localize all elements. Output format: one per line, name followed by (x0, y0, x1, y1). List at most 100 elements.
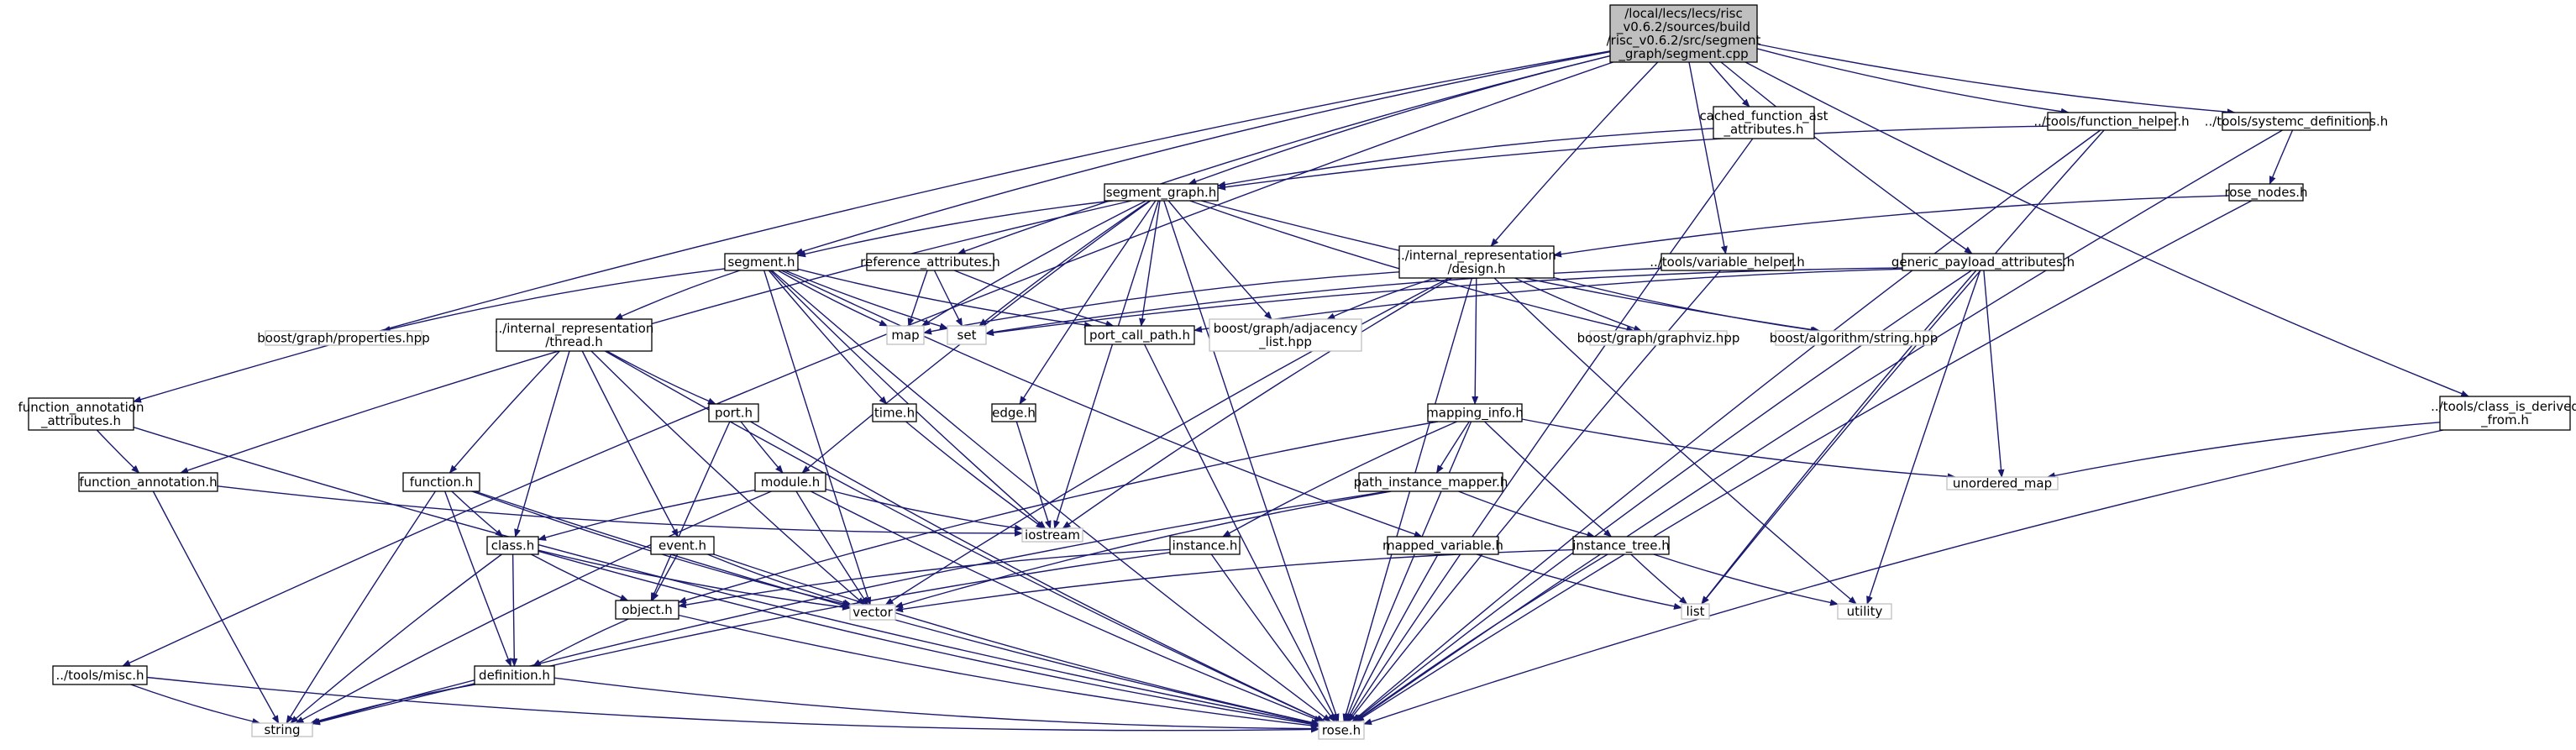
node-port-label-line-0: port.h (715, 406, 753, 421)
node-function[interactable]: function.h (402, 472, 480, 492)
edge-design-to-rose (1342, 277, 1473, 722)
edge-seggraph-to-adj (1167, 200, 1272, 320)
edge-itree-to-rose (1354, 553, 1608, 722)
node-root[interactable]: /local/lecs/lecs/risc_v0.6.2/sources/bui… (1607, 4, 1761, 63)
node-event-label-line-0: event.h (658, 538, 706, 553)
node-time[interactable]: time.h (872, 403, 917, 422)
node-definition-label-line-0: definition.h (479, 668, 550, 683)
node-object-box (615, 600, 679, 620)
edge-root-to-segment (794, 51, 1611, 255)
edge-design-to-gviz (1514, 277, 1643, 332)
node-root-label-line-1: _v0.6.2/sources/build (1616, 19, 1750, 35)
node-itree[interactable]: instance_tree.h (1572, 536, 1670, 555)
node-thread-label-line-0: ../internal_representation (495, 321, 654, 337)
node-segment[interactable]: segment.h (724, 253, 799, 271)
node-root-label-line-2: /risc_v0.6.2/src/segment (1607, 33, 1761, 49)
node-seggraph[interactable]: segment_graph.h (1104, 183, 1219, 202)
node-adj-box (1209, 318, 1362, 352)
node-edge-box (991, 403, 1036, 422)
node-gviz: boost/graph/graphviz.hpp (1577, 330, 1739, 346)
node-object[interactable]: object.h (615, 600, 679, 620)
edge-definition-to-rose (553, 677, 1319, 732)
edge-mapinfo-to-pim (1435, 421, 1470, 474)
edge-root-to-fhelper (1756, 48, 2070, 115)
edge-mapvar-to-rose (1346, 553, 1439, 722)
node-fa-label-line-0: function_annotation.h (79, 475, 217, 490)
node-pim[interactable]: path_instance_mapper.h (1354, 472, 1508, 492)
edge-class-to-definition (511, 553, 518, 667)
node-event[interactable]: event.h (650, 536, 715, 555)
edge-event-to-object (651, 553, 679, 601)
node-mapvar[interactable]: mapped_variable.h (1382, 536, 1503, 555)
node-refattr[interactable]: reference_attributes.h (860, 253, 1000, 271)
edge-fhelper-to-seggraph (1217, 125, 2049, 191)
node-refattr-box (866, 253, 994, 271)
node-clsder[interactable]: ../tools/class_is_derived_from.h (2431, 396, 2576, 431)
edge-function-to-rose (475, 490, 1319, 726)
node-fhelper[interactable]: ../tools/function_helper.h (2033, 112, 2190, 131)
node-design-label-line-0: ../internal_representation (1397, 248, 1556, 264)
node-cfa-box (1713, 106, 1815, 139)
node-gpa[interactable]: generic_payload_attributes.h (1891, 253, 2075, 271)
edge-function-to-class (451, 490, 504, 538)
edge-design-to-map (923, 271, 1400, 335)
edge-class-to-vector (538, 549, 851, 611)
node-set-label-line-0: set (957, 328, 977, 343)
node-cfa[interactable]: cached_function_ast_attributes.h (1699, 106, 1828, 139)
node-misc[interactable]: ../tools/misc.h (52, 665, 148, 685)
edge-class-to-rose (538, 550, 1319, 727)
node-faa-label-line-1: _attributes.h (40, 413, 121, 429)
node-class-label-line-0: class.h (491, 538, 535, 553)
node-map-label-line-0: map (891, 328, 919, 343)
node-class[interactable]: class.h (486, 536, 539, 555)
node-event-box (650, 536, 715, 555)
node-root-box (1609, 4, 1758, 63)
node-iostream: iostream (1021, 527, 1083, 543)
node-object-label-line-0: object.h (622, 602, 673, 617)
node-varhelper[interactable]: ../tools/variable_helper.h (1650, 253, 1805, 271)
edge-instance-to-string (312, 552, 1171, 726)
node-design[interactable]: ../internal_representation/design.h (1397, 245, 1556, 279)
node-definition[interactable]: definition.h (474, 665, 555, 685)
node-sysdef-box (2222, 112, 2371, 131)
node-thread[interactable]: ../internal_representation/thread.h (495, 318, 654, 352)
node-varhelper-box (1660, 253, 1794, 271)
node-pcp[interactable]: port_call_path.h (1084, 325, 1195, 345)
node-instance[interactable]: instance.h (1169, 536, 1241, 555)
node-utility: utility (1837, 603, 1892, 620)
edge-segment-to-mapvar (781, 270, 1423, 538)
edge-mapinfo-to-instance (1222, 421, 1457, 538)
node-definition-box (474, 665, 555, 685)
node-port[interactable]: port.h (708, 403, 759, 422)
edge-root-to-design (1490, 61, 1659, 247)
edge-root-to-sysdef (1756, 43, 2236, 116)
node-time-box (872, 403, 917, 422)
node-module[interactable]: module.h (754, 472, 826, 492)
edge-root-to-misc (122, 61, 1613, 667)
node-algstr-label-line-0: boost/algorithm/string.hpp (1770, 331, 1938, 346)
edge-gpa-to-list (1701, 270, 1977, 605)
edge-cfa-to-seggraph (1217, 128, 1714, 188)
node-fa[interactable]: function_annotation.h (78, 472, 218, 492)
node-string-label-line-0: string (264, 722, 300, 737)
edge-fa-to-string (152, 490, 280, 724)
node-pcp-label-line-0: port_call_path.h (1089, 328, 1190, 344)
node-clsder-label-line-1: _from.h (2480, 412, 2529, 428)
node-faa[interactable]: function_annotation_attributes.h (18, 397, 144, 431)
edge-segment-to-vector (763, 270, 872, 606)
edge-varhelper-to-set (985, 267, 1662, 336)
edge-time-to-iostream (905, 421, 1045, 529)
node-mapinfo[interactable]: mapping_info.h (1426, 403, 1524, 422)
node-rosenodes[interactable]: rose_nodes.h (2224, 183, 2308, 202)
node-function-box (402, 472, 480, 492)
edge-rosenodes-to-design (1553, 195, 2230, 258)
edge-mapinfo-to-rose (1344, 421, 1472, 722)
node-iostream-label-line-0: iostream (1025, 527, 1080, 543)
edge-object-to-definition (532, 618, 629, 667)
nodes-layer: /local/lecs/lecs/risc_v0.6.2/sources/bui… (18, 4, 2576, 740)
node-thread-label-line-1: /thread.h (545, 334, 603, 349)
edge-fhelper-to-rose (1351, 129, 2101, 722)
node-sysdef[interactable]: ../tools/systemc_definitions.h (2205, 112, 2389, 131)
node-edge[interactable]: edge.h (991, 403, 1036, 422)
node-pim-label-line-0: path_instance_mapper.h (1354, 475, 1508, 490)
